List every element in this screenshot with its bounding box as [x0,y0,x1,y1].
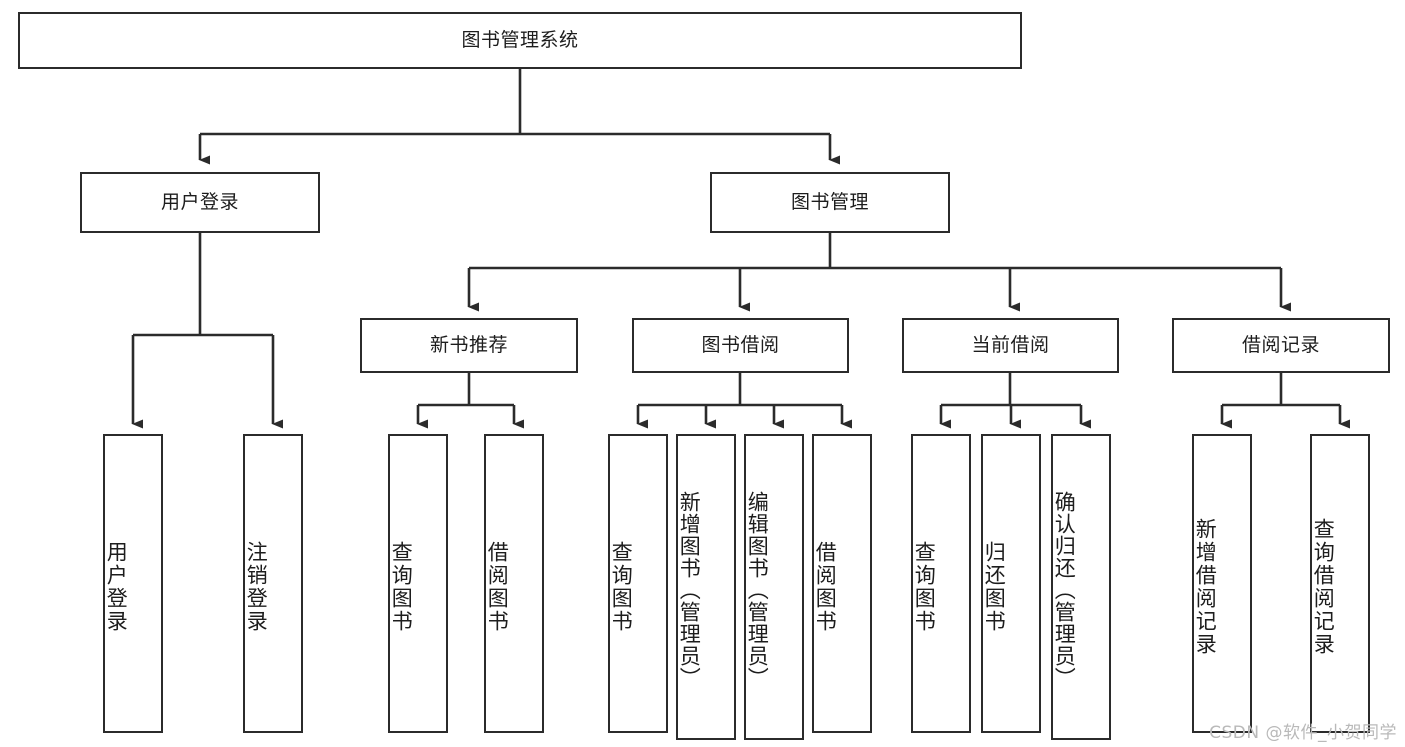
node-current-borrow[interactable]: 当前借阅 [902,318,1119,373]
node-leaf-borrow-book-1-label: 借阅图书 [485,540,510,633]
node-new-book-recommend[interactable]: 新书推荐 [360,318,578,373]
node-leaf-query-book-3-label: 查询图书 [912,540,937,633]
node-book-borrow-label: 图书借阅 [701,333,780,356]
node-leaf-query-book-1-label: 查询图书 [389,540,414,633]
node-book-management[interactable]: 图书管理 [710,172,950,233]
node-root-label: 图书管理系统 [461,28,579,51]
node-leaf-add-record[interactable]: 新增借阅记录 [1192,434,1252,733]
csdn-watermark: CSDN @软件_小贺同学 [1209,723,1397,743]
node-book-management-label: 图书管理 [790,190,869,213]
node-user-login-label: 用户登录 [160,190,239,213]
node-leaf-confirm-return[interactable]: 确认归还（管理员） [1051,434,1111,740]
node-leaf-return-book[interactable]: 归还图书 [981,434,1041,733]
node-leaf-user-login[interactable]: 用户登录 [103,434,163,733]
node-new-book-recommend-label: 新书推荐 [429,333,508,356]
node-leaf-user-login-label: 用户登录 [104,540,129,633]
node-leaf-confirm-return-label: 确认归还（管理员） [1052,491,1077,689]
node-leaf-edit-book-label: 编辑图书（管理员） [745,491,770,689]
node-leaf-add-book-label: 新增图书（管理员） [677,491,702,689]
node-book-borrow[interactable]: 图书借阅 [632,318,849,373]
node-leaf-borrow-book-2[interactable]: 借阅图书 [812,434,872,733]
node-leaf-query-record[interactable]: 查询借阅记录 [1310,434,1370,733]
node-leaf-add-book[interactable]: 新增图书（管理员） [676,434,736,740]
node-leaf-query-book-1[interactable]: 查询图书 [388,434,448,733]
node-leaf-query-record-label: 查询借阅记录 [1311,517,1336,656]
node-leaf-query-book-2-label: 查询图书 [609,540,634,633]
node-user-login[interactable]: 用户登录 [80,172,320,233]
node-leaf-add-record-label: 新增借阅记录 [1193,517,1218,656]
node-root[interactable]: 图书管理系统 [18,12,1022,69]
node-leaf-logout-login-label: 注销登录 [244,540,269,633]
node-leaf-borrow-book-1[interactable]: 借阅图书 [484,434,544,733]
node-current-borrow-label: 当前借阅 [971,333,1050,356]
node-leaf-return-book-label: 归还图书 [982,540,1007,633]
node-leaf-edit-book[interactable]: 编辑图书（管理员） [744,434,804,740]
node-borrow-record-label: 借阅记录 [1241,333,1320,356]
node-leaf-query-book-3[interactable]: 查询图书 [911,434,971,733]
node-borrow-record[interactable]: 借阅记录 [1172,318,1390,373]
node-leaf-query-book-2[interactable]: 查询图书 [608,434,668,733]
node-leaf-borrow-book-2-label: 借阅图书 [813,540,838,633]
node-leaf-logout-login[interactable]: 注销登录 [243,434,303,733]
